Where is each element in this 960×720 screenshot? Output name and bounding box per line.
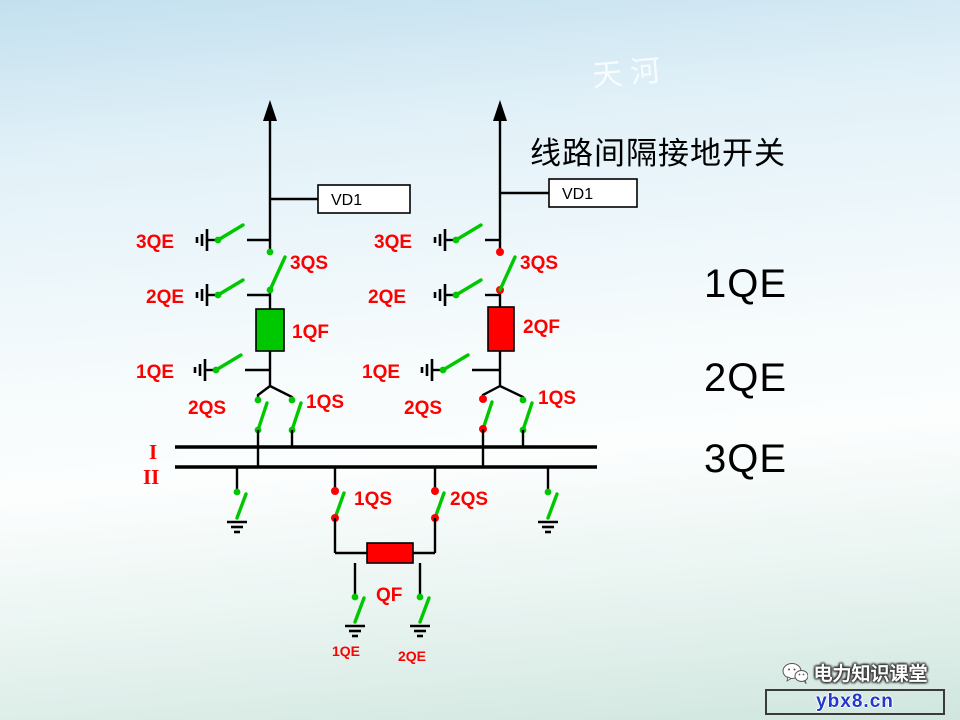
- line-arrow-icon: [263, 100, 277, 121]
- label-1qe-tie: 1QE: [332, 643, 360, 659]
- label-2qe-right: 2QE: [368, 287, 406, 308]
- breaker-2qf: 2QF: [487, 306, 560, 352]
- page-title: 线路间隔接地开关: [530, 136, 786, 171]
- label-1qe-left: 1QE: [136, 362, 174, 383]
- vd1-label-right: VD1: [562, 186, 593, 203]
- bus-ground-switch-left: [227, 467, 248, 534]
- vt-vd1-left: VD1: [270, 184, 411, 214]
- vd1-box-right: [548, 178, 638, 208]
- label-3qe-left: 3QE: [136, 232, 174, 253]
- label-2qs-left: 2QS: [188, 398, 226, 419]
- brand-name: 电力知识课堂: [813, 664, 928, 685]
- ground-switch-2qe-left: 2QE: [146, 278, 270, 308]
- breaker-1qf: 1QF: [255, 308, 329, 352]
- disconnector-3qs-right: 3QS: [496, 248, 558, 294]
- bus-selector-switches-right: 2QS 1QS: [404, 384, 576, 467]
- label-3qe-right: 3QE: [374, 232, 412, 253]
- bus-tie-bay: 1QS 2QS QF 1QE 2QE: [331, 467, 488, 664]
- ground-switch-3qe-left: 3QE: [136, 223, 270, 253]
- left-feeder-bay: VD1 3QE 3QS 2QE: [136, 100, 411, 467]
- vd1-label-left: VD1: [331, 192, 362, 209]
- ground-switch-3qe-right: 3QE: [374, 223, 500, 253]
- line-arrow-icon: [493, 100, 507, 121]
- site-url: ybx8.cn: [816, 691, 894, 712]
- bus2-label: II: [143, 465, 159, 489]
- disconnector-3qs-left: 3QS: [266, 248, 328, 294]
- label-2qs-right: 2QS: [404, 398, 442, 419]
- brand-row: 电力知识课堂: [765, 659, 945, 686]
- label-2qf: 2QF: [523, 317, 560, 338]
- label-3qs-right: 3QS: [520, 253, 558, 274]
- breaker-qf-tie: [366, 542, 414, 564]
- tie-ground-switch-2qe: 2QE: [398, 563, 431, 664]
- right-feeder-bay: VD1 3QE 3QS 2QE: [362, 100, 638, 467]
- label-1qs-right: 1QS: [538, 388, 576, 409]
- bus1-label: I: [149, 440, 157, 464]
- label-1qe-right: 1QE: [362, 362, 400, 383]
- watermark-text: 天河: [591, 53, 670, 94]
- vd1-box-left: [317, 184, 411, 214]
- label-3qs-left: 3QS: [290, 253, 328, 274]
- label-1qs-tie: 1QS: [354, 489, 392, 510]
- label-2qe-left: 2QE: [146, 287, 184, 308]
- busbar-system: I II: [143, 440, 597, 489]
- wechat-icon: [782, 662, 809, 684]
- label-1qf: 1QF: [292, 322, 329, 343]
- bus-ground-switch-right: [538, 467, 559, 534]
- legend-3qe: 3QE: [704, 437, 788, 481]
- ground-switch-2qe-right: 2QE: [368, 278, 500, 308]
- label-qf-tie: QF: [376, 585, 402, 606]
- site-url-box: ybx8.cn: [765, 689, 945, 715]
- label-1qs-left: 1QS: [306, 392, 344, 413]
- ground-switch-1qe-left: 1QE: [136, 353, 270, 383]
- label-2qs-tie: 2QS: [450, 489, 488, 510]
- vt-vd1-right: VD1: [500, 178, 638, 208]
- bus-selector-switches-left: 2QS 1QS: [188, 384, 344, 467]
- ground-switch-1qe-right: 1QE: [362, 353, 500, 383]
- tie-ground-switch-1qe: 1QE: [332, 563, 366, 659]
- legend-2qe: 2QE: [704, 356, 788, 400]
- legend-1qe: 1QE: [704, 262, 788, 306]
- footer-brand-block: 电力知识课堂 ybx8.cn: [765, 659, 945, 715]
- label-2qe-tie: 2QE: [398, 648, 426, 664]
